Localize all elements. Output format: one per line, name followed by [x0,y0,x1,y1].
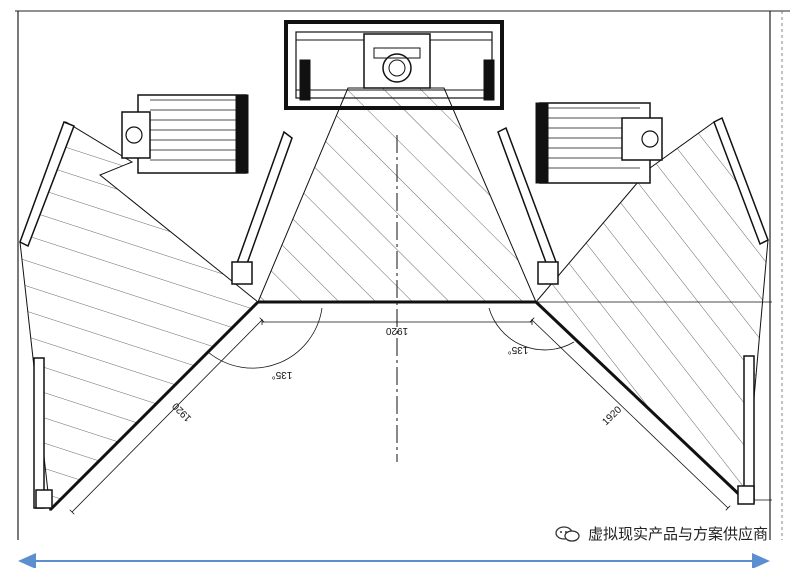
center-projector [284,20,504,110]
right-inner-stand [497,126,559,285]
wechat-icon [555,525,580,542]
right-width-label: 1920 [600,404,624,428]
right-projector [535,102,663,184]
watermark-text: 虚拟现实产品与方案供应商 [587,525,768,543]
left-width-label: 1920 [170,400,194,424]
right-dimension-line [529,317,731,511]
left-dimension-line [69,317,265,515]
right-angle-label: 135° [508,344,529,355]
left-angle-arc [207,307,323,369]
left-projector [121,94,249,174]
left-projection-beam [19,121,259,512]
watermark: 虚拟现实产品与方案供应商 [554,523,768,544]
right-outer-stand [713,116,769,505]
left-angle-label: 135° [272,369,293,380]
center-width-label: 1920 [385,325,408,336]
left-inner-stand [231,130,293,285]
right-angle-arc [488,307,575,351]
left-outer-stand [19,121,75,509]
